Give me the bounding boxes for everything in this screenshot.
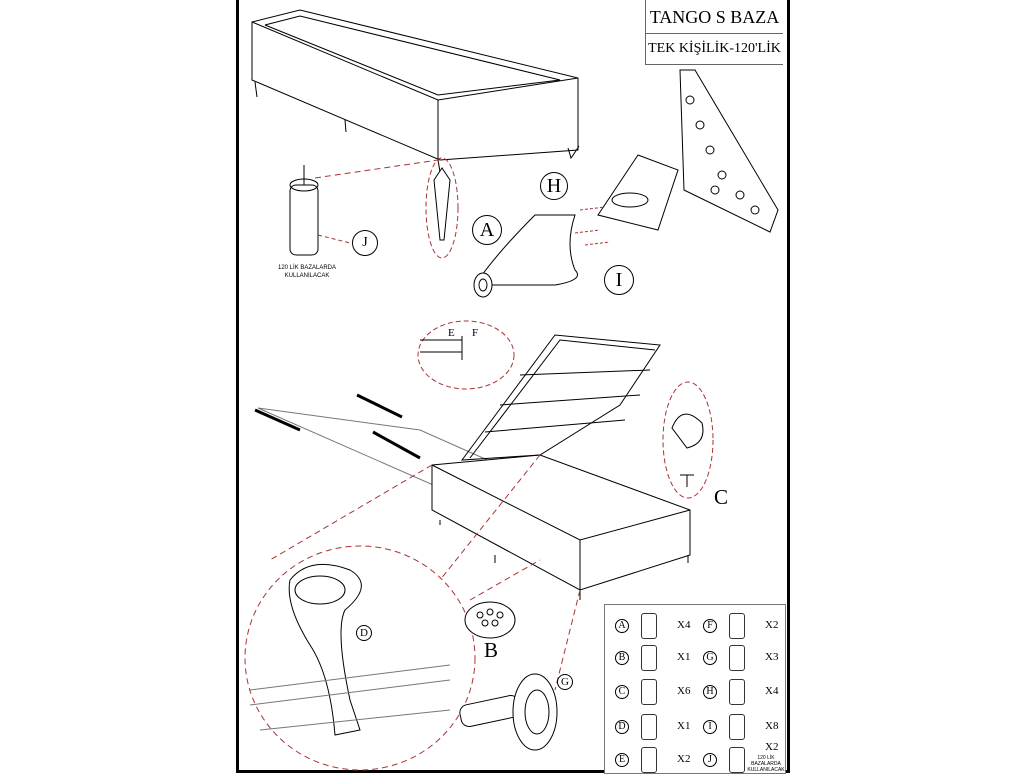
corner-bracket [574, 69, 779, 246]
callout-a: A [472, 215, 502, 245]
callout-g: G [557, 674, 573, 690]
bed-base-lift [257, 334, 691, 600]
detail-d-circle [244, 545, 476, 771]
part-letter: J [703, 753, 717, 767]
part-quantity: X3 [765, 651, 779, 663]
direction-arrows [254, 393, 421, 460]
part-quantity: X2 [677, 753, 691, 765]
callout-e: E [448, 327, 455, 339]
part-quantity: X2 [765, 619, 779, 631]
part-letter: I [703, 720, 717, 734]
product-title: TANGO S BAZA [646, 0, 783, 34]
part-icon [641, 645, 657, 671]
callout-b: B [484, 638, 499, 662]
product-subtitle: TEK KİŞİLİK-120'LİK [648, 41, 781, 56]
parts-list: A X4 B X1 C X6 D X1 E X2 F X2 G X3 H X4 … [604, 604, 786, 774]
callout-f: F [472, 327, 479, 339]
title-box: TANGO S BAZA TEK KİŞİLİK-120'LİK [645, 0, 783, 65]
part-letter: D [615, 720, 629, 734]
part-letter: B [615, 651, 629, 665]
part-icon [729, 613, 745, 639]
part-icon [641, 714, 657, 740]
part-icon [641, 747, 657, 773]
parts-note-line: KULLANILACAK [747, 767, 785, 773]
part-quantity: X1 [677, 651, 691, 663]
part-letter: E [615, 753, 629, 767]
part-quantity: X2 [765, 741, 779, 753]
leg-j-note: 120 LİK BAZALARDA KULLANILACAK [272, 264, 342, 280]
parts-note-line: 120 LİK [757, 755, 775, 761]
part-icon [641, 679, 657, 705]
part-letter: H [703, 685, 717, 699]
detail-ef-circle [417, 320, 515, 390]
part-quantity: X4 [677, 619, 691, 631]
part-icon [729, 714, 745, 740]
part-letter: C [615, 685, 629, 699]
part-quantity: X6 [677, 685, 691, 697]
parts-note-line: BAZALARDA [751, 761, 781, 767]
callout-d: D [356, 625, 372, 641]
leg-j-drawing [289, 159, 439, 256]
bed-base-top [251, 9, 580, 173]
part-letter: A [615, 619, 629, 633]
part-icon [729, 645, 745, 671]
part-letter: F [703, 619, 717, 633]
note-line-2: KULLANILACAK [284, 273, 330, 279]
part-g-drawing [459, 673, 558, 751]
part-letter: G [703, 651, 717, 665]
callout-h: H [540, 172, 568, 200]
part-icon [729, 679, 745, 705]
part-icon [641, 613, 657, 639]
callout-j: J [352, 230, 378, 256]
detail-c-circle [662, 381, 714, 499]
note-line-1: 120 LİK BAZALARDA [277, 265, 337, 271]
part-quantity: X1 [677, 720, 691, 732]
part-quantity: X8 [765, 720, 779, 732]
callout-i: I [604, 265, 634, 295]
part-icon [729, 747, 745, 773]
leg-a-drawing [473, 214, 578, 298]
callout-c: C [714, 485, 729, 509]
part-quantity: X4 [765, 685, 779, 697]
